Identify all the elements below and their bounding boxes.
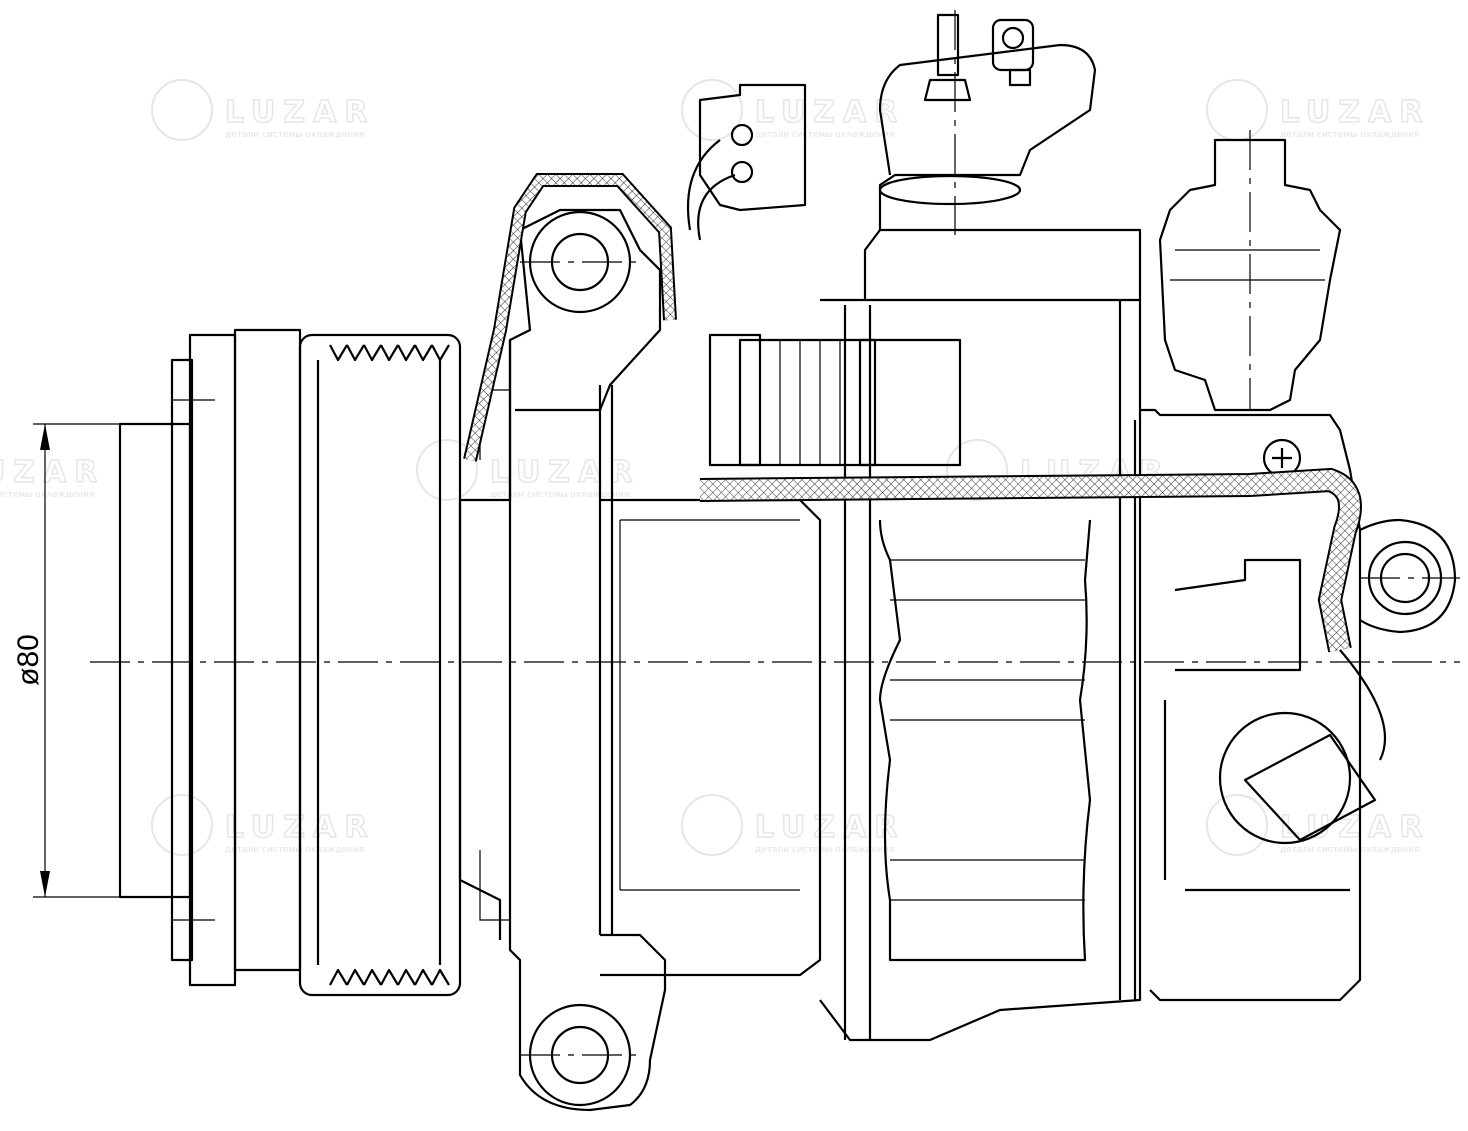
watermark-tagline: детали системы охлаждения bbox=[1280, 845, 1419, 855]
watermark-tagline: детали системы охлаждения bbox=[225, 845, 364, 855]
watermark-logo-icon bbox=[1206, 79, 1268, 141]
watermark-brand: LUZAR bbox=[225, 810, 375, 845]
watermark-brand: LUZAR bbox=[225, 95, 375, 130]
watermark-tagline: детали системы охлаждения bbox=[490, 490, 629, 500]
diameter-dimension: ø80 bbox=[12, 423, 120, 898]
watermark-logo-icon bbox=[151, 79, 213, 141]
watermark-brand: LUZAR bbox=[490, 455, 640, 490]
rear-housing bbox=[1140, 408, 1457, 1002]
watermark-logo-icon bbox=[151, 794, 213, 856]
watermark-logo-icon bbox=[1206, 794, 1268, 856]
watermark-logo-icon bbox=[681, 79, 743, 141]
watermark-tagline: детали системы охлаждения bbox=[755, 845, 894, 855]
pulley bbox=[298, 333, 462, 997]
watermark-logo-icon bbox=[416, 439, 478, 501]
front-housing bbox=[458, 208, 822, 1112]
watermark-tagline: детали системы охлаждения bbox=[0, 490, 94, 500]
watermark-logo-icon bbox=[681, 794, 743, 856]
pressure-sensor bbox=[1218, 711, 1352, 845]
watermark-tagline: детали системы охлаждения bbox=[1280, 130, 1419, 140]
watermark-brand: LUZAR bbox=[1280, 95, 1430, 130]
wiring-harness bbox=[463, 139, 1387, 761]
watermark-tagline: детали системы охлаждения bbox=[755, 130, 894, 140]
compressor-body bbox=[819, 228, 1142, 1042]
watermark-tagline: детали системы охлаждения bbox=[225, 130, 364, 140]
clutch-plate bbox=[118, 328, 302, 987]
watermark-brand: LUZAR bbox=[755, 810, 905, 845]
control-valve bbox=[1158, 130, 1342, 412]
watermark-logo-icon bbox=[946, 439, 1008, 501]
service-valve bbox=[878, 10, 1097, 235]
mounting-lugs bbox=[520, 210, 1460, 1107]
watermark-brand: LUZAR bbox=[0, 455, 105, 490]
watermark-brand: LUZAR bbox=[755, 95, 905, 130]
dimension-label: ø80 bbox=[12, 634, 45, 686]
electrical-connectors bbox=[698, 83, 1377, 845]
